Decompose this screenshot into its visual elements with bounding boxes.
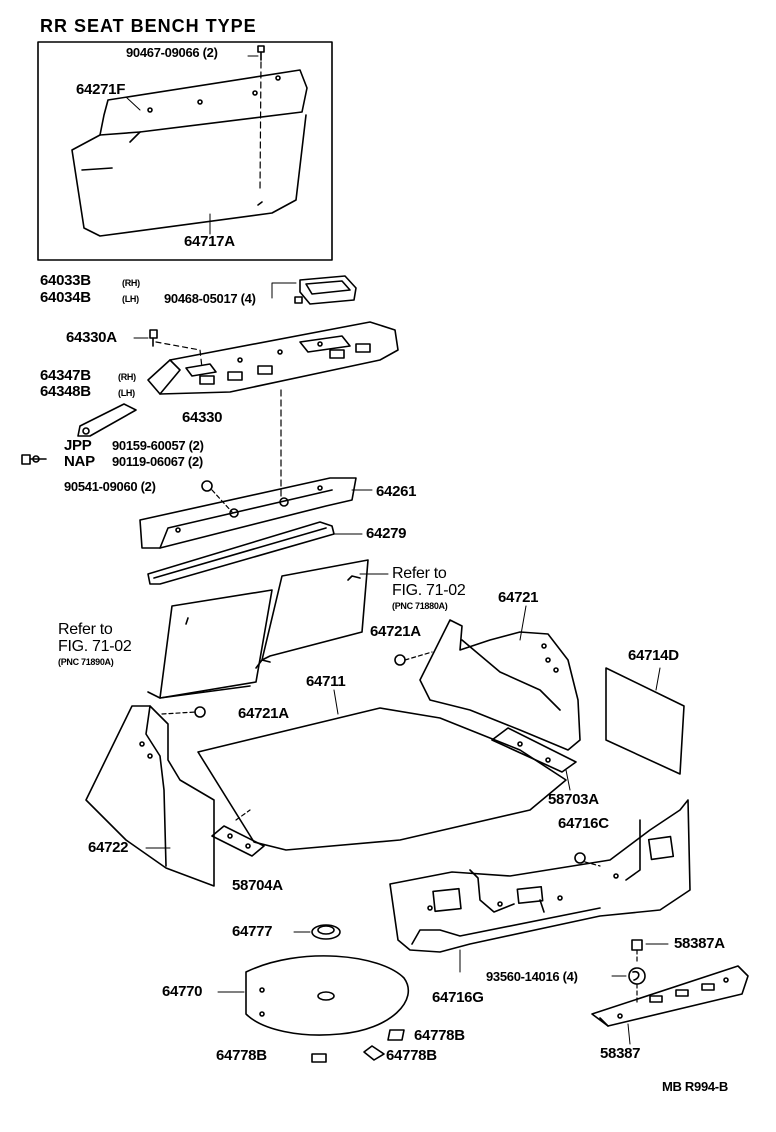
part-58387A: 58387A — [674, 935, 725, 952]
part-64033B: 64033B — [40, 272, 91, 289]
side-trim-64721 — [419, 619, 581, 751]
cover-64777 — [311, 924, 341, 940]
footer-code: MB R994-B — [662, 1079, 728, 1094]
part-64717A: 64717A — [184, 233, 235, 250]
part-90541: 90541-09060 (2) — [64, 479, 156, 494]
speaker-cover — [299, 275, 357, 305]
package-tray-64330 — [147, 321, 399, 395]
part-64279: 64279 — [366, 525, 407, 542]
inset-frame — [37, 41, 333, 261]
belt-guide — [77, 403, 137, 437]
leader-64714D — [655, 667, 661, 691]
part-64347B: 64347B — [40, 367, 91, 384]
part-64770: 64770 — [162, 983, 203, 1000]
leader-64711 — [333, 689, 339, 715]
dash-64271F — [259, 61, 262, 191]
plate-58704A — [211, 825, 265, 857]
pad-64778B-2 — [311, 1053, 327, 1063]
part-64714D: 64714D — [628, 647, 679, 664]
part-64348B: 64348B — [40, 383, 91, 400]
rear-panel-trim-64716G — [389, 799, 691, 953]
part-64778B-3: 64778B — [386, 1047, 437, 1064]
plate-58703A — [491, 727, 577, 773]
part-64716C: 64716C — [558, 815, 609, 832]
clip-58387A — [631, 939, 643, 965]
part-64721: 64721 — [498, 589, 539, 606]
pad-64778B-3 — [363, 1045, 385, 1061]
rail-64261 — [139, 477, 357, 549]
ref2-line2: FIG. 71-02 — [58, 638, 132, 655]
clip-64721A-right — [394, 651, 433, 666]
part-64330: 64330 — [182, 409, 223, 426]
clip-90468 — [294, 296, 303, 304]
part-64721A-right: 64721A — [370, 623, 421, 640]
screw-90541 — [201, 480, 233, 513]
trunk-mat-64711 — [197, 707, 567, 851]
seatback-board-left — [147, 589, 273, 699]
side-trim-64722 — [85, 705, 215, 887]
part-64711: 64711 — [306, 673, 346, 690]
part-64778B-2: 64778B — [216, 1047, 267, 1064]
part-64330A: 64330A — [66, 329, 117, 346]
part-64034B: 64034B — [40, 289, 91, 306]
part-93560: 93560-14016 (4) — [486, 969, 578, 984]
part-90467: 90467-09066 (2) — [126, 45, 218, 60]
part-58704A: 58704A — [232, 877, 283, 894]
part-64721A-left: 64721A — [238, 705, 289, 722]
ref1-pnc: (PNC 71880A) — [392, 601, 448, 611]
part-90119: 90119-06067 (2) — [112, 454, 203, 469]
part-64778B-1: 64778B — [414, 1027, 465, 1044]
ref2-pnc: (PNC 71890A) — [58, 657, 114, 667]
label-nap: NAP — [64, 453, 95, 470]
part-64777: 64777 — [232, 923, 273, 940]
part-58703A: 58703A — [548, 791, 599, 808]
rh-label-1: (RH) — [122, 278, 140, 288]
diagram-title: RR SEAT BENCH TYPE — [40, 16, 257, 36]
ref1-line2: FIG. 71-02 — [392, 582, 466, 599]
spare-tire-cover-64770 — [245, 955, 410, 1036]
part-64271F: 64271F — [76, 81, 126, 98]
clip-64330A — [149, 329, 158, 347]
ref2-line1: Refer to — [58, 621, 113, 638]
part-64716G: 64716G — [432, 989, 484, 1006]
dash-58704A — [235, 809, 251, 821]
leader-64271F — [125, 96, 141, 111]
clip-90467 — [257, 45, 265, 61]
clip-64721A-left — [161, 706, 206, 718]
part-90159: 90159-60057 (2) — [112, 438, 204, 453]
pad-64778B-1 — [387, 1029, 405, 1041]
ref1-line1: Refer to — [392, 565, 447, 582]
rh-label-2: (RH) — [118, 372, 136, 382]
seatback-board-right — [255, 559, 369, 669]
leader-58703A — [565, 769, 571, 791]
clip-64716C — [574, 852, 601, 867]
label-jpp: JPP — [64, 437, 92, 454]
part-90468: 90468-05017 (4) — [164, 291, 256, 306]
lh-label-2: (LH) — [118, 388, 135, 398]
bolt-jpp-nap — [21, 454, 47, 465]
lh-label-1: (LH) — [122, 294, 139, 304]
part-58387: 58387 — [600, 1045, 641, 1062]
leader-64721 — [519, 605, 527, 641]
dash-64330A — [155, 341, 203, 369]
leader-58387 — [627, 1023, 631, 1045]
part-64722: 64722 — [88, 839, 129, 856]
part-64261: 64261 — [376, 483, 417, 500]
scuff-plate-58387 — [591, 965, 749, 1027]
bracket-64033B — [271, 282, 297, 299]
seat-bench-trim-panel — [71, 69, 308, 237]
screw-93560 — [628, 967, 646, 1005]
panel-64714D — [605, 667, 685, 775]
